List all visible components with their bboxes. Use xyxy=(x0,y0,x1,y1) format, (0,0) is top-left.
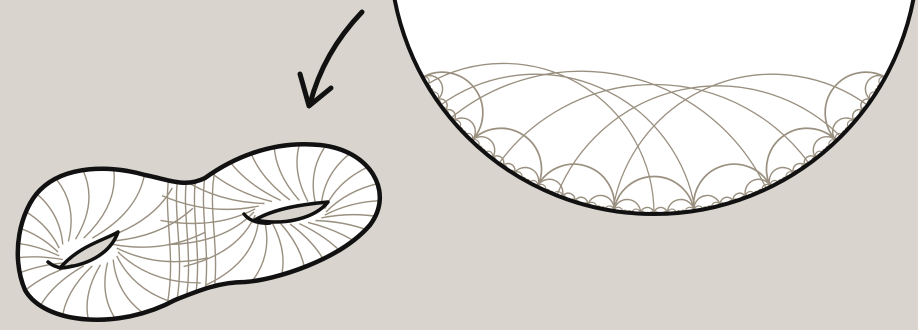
arrow-shaft xyxy=(310,12,362,104)
double-torus-icon xyxy=(0,117,419,330)
disk-fill xyxy=(390,0,918,214)
curved-arrow-icon xyxy=(300,12,362,106)
hyperbolic-disk xyxy=(390,0,918,214)
